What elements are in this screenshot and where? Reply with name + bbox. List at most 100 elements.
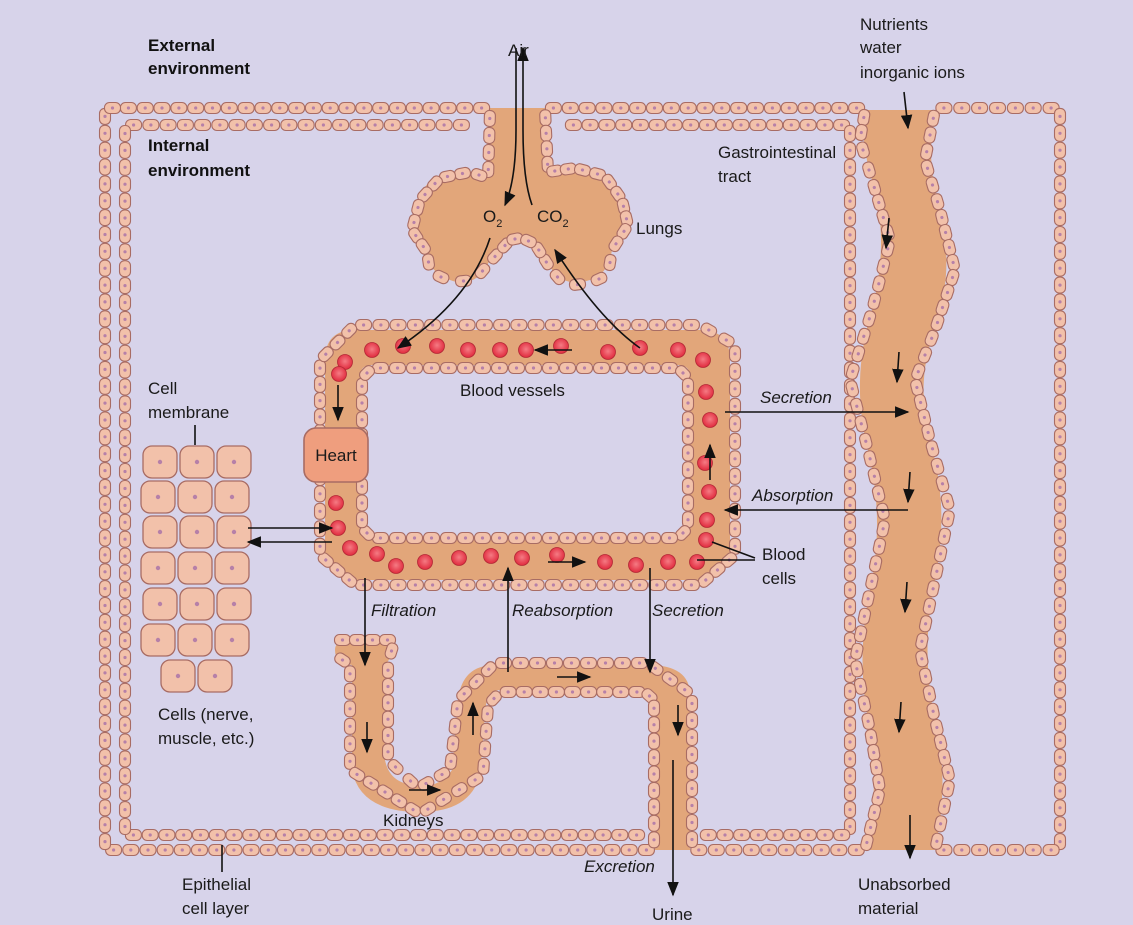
epithelial-cell — [730, 433, 741, 449]
epithelial-cell — [604, 845, 620, 856]
epithelial-cell — [687, 747, 698, 763]
epithelial-cell — [100, 345, 111, 361]
epithelial-cell — [120, 717, 131, 733]
epithelial-cell — [845, 717, 856, 733]
epithelial-cell — [647, 103, 663, 114]
epithelial-cell — [577, 533, 593, 544]
epithelial-cell — [398, 845, 414, 856]
tissue-cell — [143, 588, 177, 620]
epithelial-cell — [1055, 125, 1066, 141]
epithelial-cell — [243, 830, 259, 841]
epithelial-cell — [272, 103, 288, 114]
epithelial-cell — [120, 193, 131, 209]
epithelial-cell — [594, 363, 610, 374]
blood-cells-label-2: cells — [762, 569, 796, 588]
epithelial-cell — [611, 533, 627, 544]
epithelial-cell — [511, 320, 527, 331]
epithelial-cell — [1055, 817, 1066, 833]
epithelial-cell — [100, 193, 111, 209]
epithelial-cell — [1055, 412, 1066, 428]
epithelial-cell — [483, 144, 494, 160]
epithelial-cell — [509, 363, 525, 374]
epithelial-cell — [1055, 732, 1066, 748]
heart-label: Heart — [315, 446, 357, 465]
epithelial-cell — [339, 103, 355, 114]
epithelial-cell — [335, 635, 351, 646]
epithelial-cell — [683, 395, 694, 411]
epithelial-cell — [120, 802, 131, 818]
epithelial-cell — [761, 845, 777, 856]
epithelial-cell — [1055, 699, 1066, 715]
blood-cell — [629, 558, 644, 573]
epithelial-cell — [120, 379, 131, 395]
epithelial-cell — [100, 311, 111, 327]
epithelial-cell — [598, 658, 614, 669]
epithelial-cell — [305, 103, 321, 114]
epithelial-cell — [1055, 496, 1066, 512]
blood-cell — [601, 345, 616, 360]
epithelial-cell — [545, 580, 561, 591]
epithelial-cell — [587, 845, 603, 856]
epithelial-cell — [419, 120, 435, 131]
epithelial-cell — [120, 650, 131, 666]
epithelial-cell — [1055, 463, 1066, 479]
epithelial-cell — [662, 533, 678, 544]
unabsorbed-label-2: material — [858, 899, 918, 918]
tissue-cell — [143, 516, 177, 548]
epithelial-cell — [649, 733, 660, 749]
tissue-cell — [143, 446, 177, 478]
epithelial-cell — [123, 845, 139, 856]
epithelial-cell — [100, 749, 111, 765]
epithelial-cell — [120, 413, 131, 429]
epithelial-cell — [1055, 581, 1066, 597]
epithelial-cell — [157, 845, 173, 856]
epithelial-cell — [1055, 716, 1066, 732]
epithelial-cell — [645, 363, 661, 374]
epithelial-cell — [697, 103, 713, 114]
blood-cell — [690, 555, 705, 570]
epithelial-cell — [246, 120, 262, 131]
epithelial-cell — [632, 320, 648, 331]
epithelial-cell — [120, 103, 136, 114]
epithelial-cell — [120, 159, 131, 175]
epithelial-cell — [100, 581, 111, 597]
epithelial-cell — [1055, 749, 1066, 765]
unabsorbed-label-1: Unabsorbed — [858, 875, 951, 894]
epithelial-cell — [423, 103, 439, 114]
epithelial-cell — [845, 751, 856, 767]
epithelial-cell — [1055, 345, 1066, 361]
kidneys-label: Kidneys — [383, 811, 443, 830]
epithelial-cell — [683, 478, 694, 494]
epithelial-cell — [467, 845, 483, 856]
epithelial-cell — [581, 658, 597, 669]
epithelial-cell — [120, 362, 131, 378]
epithelial-cell — [845, 785, 856, 801]
epithelial-cell — [687, 781, 698, 797]
epithelial-cell — [436, 120, 452, 131]
epithelial-cell — [120, 278, 131, 294]
epithelial-cell — [445, 753, 458, 770]
epithelial-cell — [845, 278, 856, 294]
epithelial-cell — [632, 120, 648, 131]
epithelial-cell — [100, 699, 111, 715]
epithelial-cell — [541, 141, 553, 158]
epithelial-cell — [845, 700, 856, 716]
epithelial-cell — [459, 320, 475, 331]
epithelial-cell — [476, 580, 492, 591]
epithelial-cell — [683, 462, 694, 478]
o2-label-o: O — [483, 207, 496, 226]
epithelial-cell — [731, 103, 747, 114]
epithelial-cell — [1025, 103, 1041, 114]
epithelial-cell — [333, 120, 349, 131]
epithelial-cell — [120, 447, 131, 463]
epithelial-cell — [120, 464, 131, 480]
tissue-cell — [141, 624, 175, 656]
epithelial-cell — [1055, 361, 1066, 377]
epithelial-cell — [383, 679, 394, 695]
epithelial-cell — [100, 378, 111, 394]
epithelial-cell — [315, 538, 326, 554]
epithelial-cell — [100, 817, 111, 833]
epithelial-cell — [226, 845, 242, 856]
epithelial-cell — [100, 429, 111, 445]
epithelial-cell — [1055, 631, 1066, 647]
